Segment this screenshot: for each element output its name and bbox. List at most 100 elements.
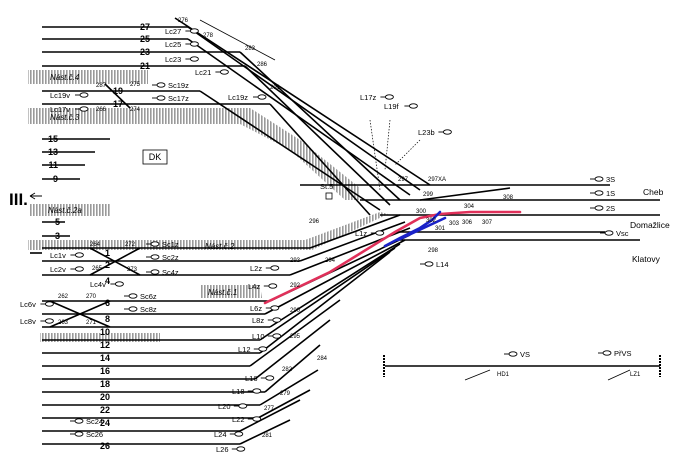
point-label-3: 286 <box>257 62 268 68</box>
signal-label: L17z <box>360 93 377 102</box>
point-label-35: 284 <box>317 356 328 362</box>
signal-4: Lc19v <box>50 91 89 100</box>
track-number-27: 27 <box>140 22 150 32</box>
signal-label: L4z <box>248 282 260 291</box>
point-label-18: 294 <box>325 258 336 264</box>
point-label-34: 298 <box>428 248 439 254</box>
blue-route-2 <box>396 216 447 242</box>
signal-16: Lc6v <box>20 300 54 309</box>
signal-lamp-icon <box>265 375 275 381</box>
signal-label: Sc26 <box>86 430 103 439</box>
signal-label: L20 <box>218 402 231 411</box>
signal-lamp-icon <box>257 94 267 100</box>
signal-7: Sc17z <box>152 94 189 103</box>
point-label-20: 290 <box>290 308 301 314</box>
signal-label: Lc21 <box>195 68 211 77</box>
point-label-22: 296 <box>309 219 320 225</box>
signal-label: Sc6z <box>140 292 157 301</box>
signal-22: L8z <box>252 316 282 325</box>
signal-lamp-icon <box>189 41 199 47</box>
track-number-21: 21 <box>140 61 150 71</box>
point-label-31: 306 <box>462 220 473 226</box>
point-label-9: 264 <box>90 242 101 248</box>
signal-lamp-icon <box>604 230 614 236</box>
signal-label: Sc8z <box>140 305 157 314</box>
signal-label: L2z <box>250 264 262 273</box>
signal-8: Lc19z <box>228 93 267 102</box>
point-label-39: 281 <box>262 433 273 439</box>
point-label-25: 299 <box>423 192 434 198</box>
signal-label: 1S <box>606 189 615 198</box>
signal-label: Lc25 <box>165 40 181 49</box>
point-label-29: 303 <box>449 221 460 227</box>
signal-lamp-icon <box>79 92 89 98</box>
signal-lamp-icon <box>424 261 434 267</box>
signal-lamp-icon <box>252 388 262 394</box>
tracks <box>30 17 660 445</box>
signal-lamp-icon <box>272 333 282 339</box>
point-label-24: 297XA <box>428 177 446 183</box>
signal-6: Lc17v <box>50 105 89 114</box>
signal-label: VS <box>520 350 530 359</box>
signal-label: L19f <box>384 102 400 111</box>
signal-lamp-icon <box>150 269 160 275</box>
signal-lamp-icon <box>156 82 166 88</box>
track-ends <box>383 355 661 377</box>
signal-26: L18 <box>232 387 262 396</box>
signal-label: 3S <box>606 175 615 184</box>
track-number-17: 17 <box>113 99 123 109</box>
signal-label: Lc8v <box>20 317 36 326</box>
signal-label: L26 <box>216 445 229 454</box>
signal-label: Lc2v <box>50 265 66 274</box>
direction-arrow-icon <box>29 192 42 200</box>
signal-14: Lc4v <box>90 280 124 289</box>
signal-leaders <box>369 119 421 191</box>
point-label-38: 277 <box>264 406 275 412</box>
track-number-15: 15 <box>48 134 58 144</box>
track-number-19: 19 <box>113 86 123 96</box>
signal-label: Sc2z <box>162 253 179 262</box>
point-label-41: LZ1 <box>630 372 641 378</box>
signal-label: L1z <box>355 229 367 238</box>
station-marker-box <box>325 192 333 200</box>
signal-label: L10 <box>252 332 265 341</box>
track-number-25: 25 <box>140 34 150 44</box>
signal-32: L17z <box>360 93 394 102</box>
signal-37: Sc26 <box>70 430 103 439</box>
signal-42: VS <box>504 350 530 359</box>
signal-lamp-icon <box>114 281 124 287</box>
signal-lamp-icon <box>156 95 166 101</box>
signal-lamp-icon <box>219 69 229 75</box>
signal-lamp-icon <box>594 190 604 196</box>
platform-1 <box>200 285 262 298</box>
track-number-4: 4 <box>105 276 110 286</box>
direction-klatovy: Klatovy <box>632 254 661 264</box>
point-label-19: 292 <box>290 283 301 289</box>
point-label-28: 302 <box>426 218 437 224</box>
signal-label: Lc23 <box>165 55 181 64</box>
point-label-26: 300 <box>416 209 427 215</box>
signal-lamp-icon <box>594 205 604 211</box>
track-number-6: 6 <box>105 298 110 308</box>
signal-lamp-icon <box>238 403 248 409</box>
signal-label: Lc19v <box>50 91 70 100</box>
platforms <box>28 70 388 342</box>
point-label-37: 279 <box>280 391 291 397</box>
signal-0: Lc27 <box>165 27 199 36</box>
track-number-1: 1 <box>105 248 110 258</box>
signal-24: L12 <box>238 345 268 354</box>
signal-lamp-icon <box>236 446 246 452</box>
building-label: DK <box>149 152 162 162</box>
point-label-6: 275 <box>130 82 141 88</box>
track-number-14: 14 <box>100 353 110 363</box>
signal-lamp-icon <box>128 293 138 299</box>
point-label-15: 263 <box>58 320 69 326</box>
point-label-16: 271 <box>86 320 97 326</box>
track-number-2: 2 <box>105 260 110 270</box>
signal-23: L10 <box>252 332 282 341</box>
platform-label-1: Nást.č.3 <box>50 113 80 122</box>
signal-lamp-icon <box>270 305 280 311</box>
point-label-30: 304 <box>464 204 475 210</box>
signal-15: Sc6z <box>124 292 157 301</box>
point-label-13: 262 <box>58 294 69 300</box>
